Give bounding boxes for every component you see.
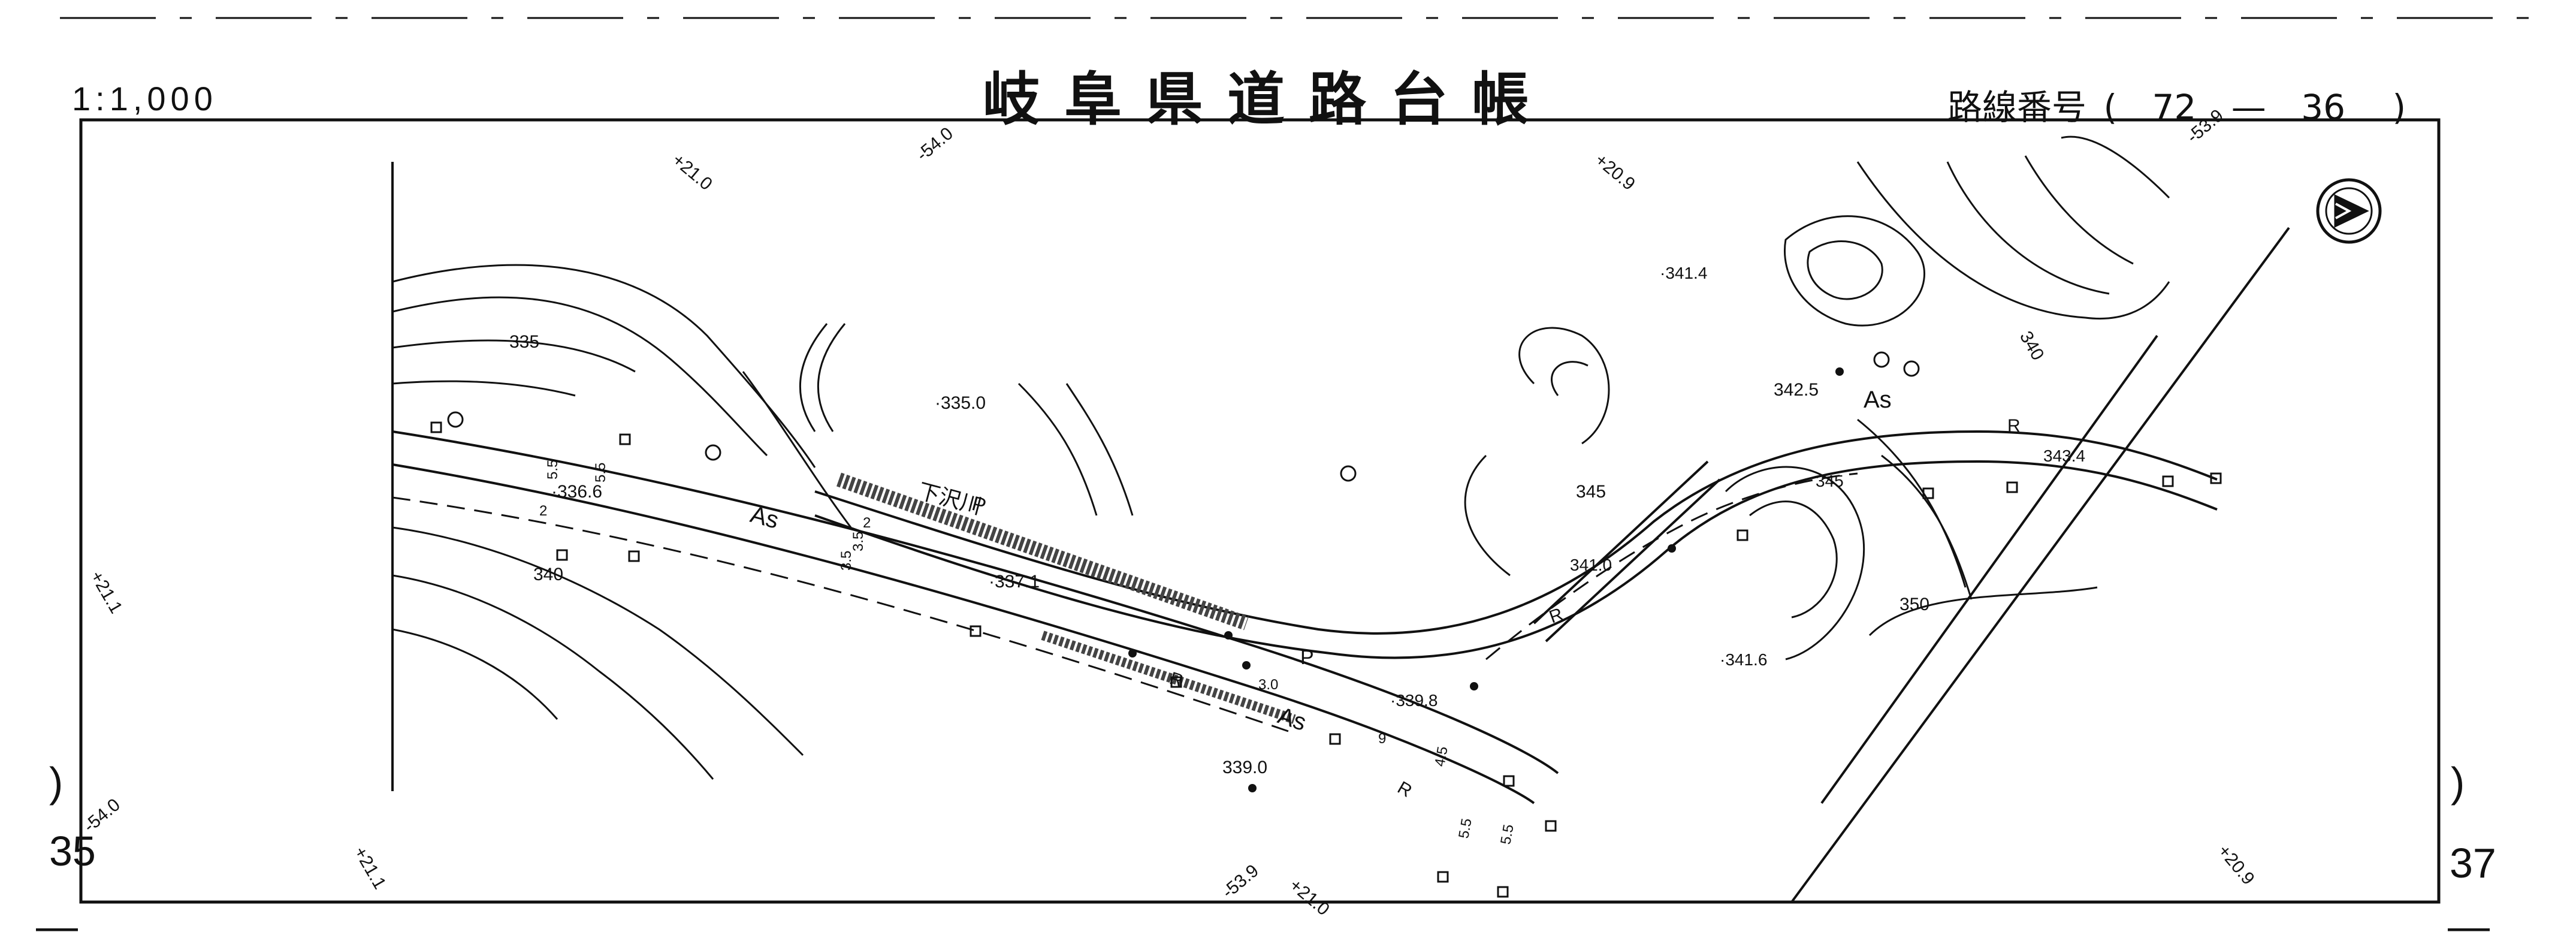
coordinate-tick: -54.0: [913, 123, 957, 165]
elevation-label: ·335.0: [935, 393, 986, 413]
tree-ring-symbol: [447, 411, 464, 428]
tree-ring-symbol: [1340, 465, 1357, 482]
road-label: R: [1167, 668, 1186, 691]
grid-marker-symbol: [970, 625, 982, 637]
elevation-label: ·337.1: [989, 572, 1040, 592]
right-sheet-dash: —: [2448, 903, 2490, 949]
grid-marker-symbol: [1545, 820, 1557, 832]
road-label: As: [1864, 387, 1892, 413]
survey-symbols: [430, 351, 2222, 898]
coordinate-tick: -53.9: [2183, 105, 2227, 147]
small-dimension-label: 5.5: [593, 463, 609, 482]
coordinate-tick: +20.9: [1591, 150, 1639, 194]
elevation-label: ·341.6: [1720, 650, 1767, 669]
survey-point-symbol: [1248, 784, 1257, 792]
small-dimension-label: 5.5: [545, 460, 561, 479]
grid-marker-symbol: [1437, 871, 1449, 883]
grid-marker-symbol: [2210, 472, 2222, 484]
right-sheet-paren: ): [2451, 759, 2465, 806]
elevation-label: 345: [1576, 482, 1606, 502]
road-label: As: [1275, 702, 1309, 736]
north-arrow: [2316, 178, 2382, 244]
road-label: R: [1547, 604, 1566, 627]
small-dimension-label: 3.0: [1258, 677, 1278, 693]
map-frame: [79, 118, 2441, 904]
grid-marker-symbol: [619, 433, 631, 445]
text-labels: ·341.4 342.5 343.4 345 340 335 ·335.0 ·336.6 ·33…: [509, 264, 2085, 846]
grid-marker-symbol: [628, 550, 640, 562]
left-sheet-dash: —: [36, 903, 78, 949]
road-hatching: [836, 472, 1296, 724]
elevation-label: 340: [533, 565, 563, 584]
elevation-label: ·339.8: [1390, 691, 1438, 710]
elevation-label: 335: [509, 332, 539, 352]
map-title: 岐阜県道路台帳: [983, 66, 1553, 133]
map-lower-diagonal: [1820, 334, 2158, 804]
route-open-paren: (: [2103, 87, 2118, 128]
elevation-label: 343.4: [2043, 447, 2085, 465]
survey-point-symbol: [1242, 661, 1251, 669]
survey-point-symbol: [1835, 367, 1844, 376]
grid-marker-symbol: [1497, 886, 1509, 898]
road-label: R: [2007, 416, 2021, 436]
coordinate-tick: +21.1: [86, 568, 126, 617]
survey-point-symbol: [1224, 631, 1233, 640]
grid-marker-symbol: [1170, 676, 1182, 688]
elevation-label: 345: [1816, 472, 1844, 490]
route-close-paren: ): [2392, 87, 2406, 128]
grid-marker-symbol: [1503, 775, 1515, 787]
coordinate-tick: +21.0: [669, 150, 716, 194]
survey-point-symbol: [1470, 682, 1478, 690]
elevation-label: ·336.6: [551, 482, 602, 502]
map-right-diagonal: [1790, 227, 2290, 903]
small-dimension-label: 9: [1378, 731, 1386, 747]
grid-marker-symbol: [1329, 733, 1341, 745]
right-sheet-index: 37: [2450, 840, 2496, 886]
grid-marker-symbol: [556, 549, 568, 561]
coordinate-tick: +21.1: [350, 843, 390, 892]
small-dimension-label: 5.5: [1455, 817, 1475, 840]
grid-marker-symbol: [2006, 481, 2018, 493]
coordinate-tick: +20.9: [2214, 841, 2258, 888]
coordinate-tick: -53.9: [1218, 861, 1263, 902]
tree-ring-symbol: [1873, 351, 1890, 368]
small-dimension-label: 4.5: [1432, 745, 1451, 768]
elevation-label: 340: [2016, 328, 2048, 364]
elevation-label: 350: [1899, 595, 1929, 614]
map-scale: 1:1,000: [72, 80, 218, 117]
survey-point-symbol: [1668, 544, 1676, 553]
grid-marker-symbol: [430, 421, 442, 433]
elevation-label: 339.0: [1222, 758, 1267, 777]
tree-ring-symbol: [705, 444, 721, 461]
road-label: As: [748, 501, 781, 534]
river-lines: [799, 323, 846, 432]
left-sheet-index: 35: [49, 828, 96, 874]
small-dimension-label: 3.5: [850, 532, 866, 551]
contour-lines: [392, 135, 2170, 780]
grid-marker-symbol: [1737, 529, 1748, 541]
road-label: R: [1394, 777, 1415, 801]
grid-marker-symbol: [1922, 487, 1934, 499]
grid-marker-symbol: [2162, 475, 2174, 487]
elevation-label: ·341.4: [1660, 264, 1707, 282]
coordinate-ticks: +21.0-54.0+20.9-53.9+21.1-54.0+21.1-53.9…: [80, 105, 2258, 919]
coordinate-tick: +21.0: [1286, 875, 1333, 919]
elevation-label: 341.0: [1570, 556, 1612, 574]
small-dimension-label: 5.5: [1497, 823, 1517, 846]
small-dimension-label: 3.5: [838, 551, 854, 571]
survey-point-symbol: [1128, 649, 1137, 658]
small-dimension-label: 2: [863, 515, 871, 531]
road-lines: [392, 430, 2218, 804]
road-label: P: [1300, 646, 1314, 669]
elevation-label: 342.5: [1774, 380, 1819, 400]
tree-ring-symbol: [1903, 360, 1920, 377]
left-sheet-paren: ): [49, 759, 64, 806]
small-dimension-label: 2: [539, 503, 547, 519]
